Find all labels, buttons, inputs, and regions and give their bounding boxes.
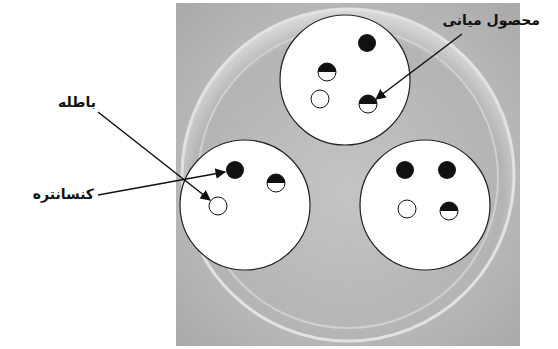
leader-arrow	[98, 172, 225, 195]
sample-right	[360, 140, 490, 270]
sample-top	[280, 15, 410, 145]
leader-arrow	[376, 34, 462, 99]
material-label: کنسانتره	[33, 186, 94, 203]
dish	[182, 9, 514, 341]
photo-ground	[176, 3, 520, 346]
sample-left	[180, 140, 310, 270]
material-label: باطله	[58, 94, 96, 111]
material-label: محصول میانی	[443, 12, 540, 29]
leader-arrow	[98, 112, 210, 200]
